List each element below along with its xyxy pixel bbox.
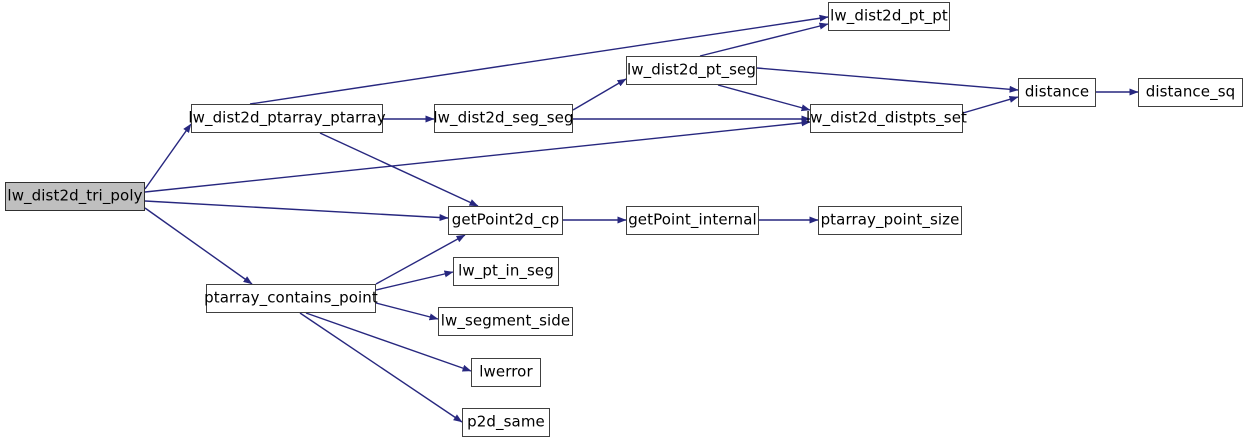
graph-edge-ptarray_contains_point-to-lw_pt_in_seg [375, 270, 454, 291]
graph-node-label: getPoint2d_cp [451, 210, 560, 229]
graph-node-distance_sq[interactable]: distance_sq [1138, 78, 1243, 107]
graph-node-label: lw_dist2d_pt_seg [627, 60, 756, 79]
graph-node-lw_dist2d_pt_seg[interactable]: lw_dist2d_pt_seg [626, 56, 757, 85]
graph-edge-lw_dist2d_tri_poly-to-getPoint2d_cp [144, 200, 449, 222]
graph-node-p2d_same[interactable]: p2d_same [462, 408, 550, 437]
graph-node-lw_dist2d_distpts_set[interactable]: lw_dist2d_distpts_set [806, 104, 967, 133]
graph-node-label: getPoint_internal [628, 210, 757, 229]
graph-node-lw_dist2d_pt_pt[interactable]: lw_dist2d_pt_pt [828, 2, 950, 31]
graph-node-lw_dist2d_ptarray_ptarray[interactable]: lw_dist2d_ptarray_ptarray [188, 104, 386, 133]
graph-edge-lw_dist2d_tri_poly-to-ptarray_contains_point [144, 207, 253, 285]
graph-edge-lw_dist2d_seg_seg-to-lw_dist2d_pt_seg [572, 78, 627, 111]
graph-node-getPoint2d_cp[interactable]: getPoint2d_cp [448, 206, 563, 235]
graph-node-label: distance [1024, 82, 1090, 101]
graph-node-getPoint_internal[interactable]: getPoint_internal [626, 206, 759, 235]
graph-node-label: lw_dist2d_distpts_set [806, 108, 968, 127]
graph-node-lw_pt_in_seg[interactable]: lw_pt_in_seg [453, 257, 559, 286]
graph-node-lw_segment_side[interactable]: lw_segment_side [438, 307, 573, 336]
graph-node-label: lw_dist2d_tri_poly [7, 186, 143, 205]
graph-node-label: lw_segment_side [440, 311, 571, 330]
graph-edge-lw_dist2d_tri_poly-to-lw_dist2d_ptarray_ptarray [144, 123, 192, 190]
graph-edge-ptarray_contains_point-to-lw_segment_side [375, 302, 439, 321]
graph-node-label: lw_dist2d_pt_pt [830, 6, 948, 25]
graph-node-distance[interactable]: distance [1018, 78, 1096, 107]
graph-node-lw_dist2d_seg_seg[interactable]: lw_dist2d_seg_seg [433, 104, 574, 133]
graph-node-label: lw_dist2d_seg_seg [433, 108, 574, 127]
graph-node-label: p2d_same [467, 412, 545, 431]
graph-node-label: distance_sq [1145, 82, 1236, 101]
graph-node-ptarray_contains_point[interactable]: ptarray_contains_point [204, 284, 378, 313]
graph-node-ptarray_point_size[interactable]: ptarray_point_size [818, 206, 962, 235]
graph-node-lw_dist2d_tri_poly[interactable]: lw_dist2d_tri_poly [5, 182, 145, 211]
graph-node-label: ptarray_point_size [820, 210, 960, 229]
graph-node-lwerror[interactable]: lwerror [471, 358, 541, 387]
graph-node-label: lw_pt_in_seg [458, 261, 554, 280]
graph-node-label: lwerror [479, 362, 533, 381]
graph-edge-lw_dist2d_ptarray_ptarray-to-getPoint2d_cp [319, 132, 479, 207]
graph-node-label: ptarray_contains_point [204, 288, 378, 307]
graph-edge-lw_dist2d_pt_seg-to-lw_dist2d_distpts_set [717, 84, 811, 112]
graph-node-label: lw_dist2d_ptarray_ptarray [188, 108, 386, 127]
graph-edge-lw_dist2d_pt_seg-to-distance [756, 67, 1019, 93]
graph-edge-lw_dist2d_pt_seg-to-lw_dist2d_pt_pt [699, 22, 829, 57]
